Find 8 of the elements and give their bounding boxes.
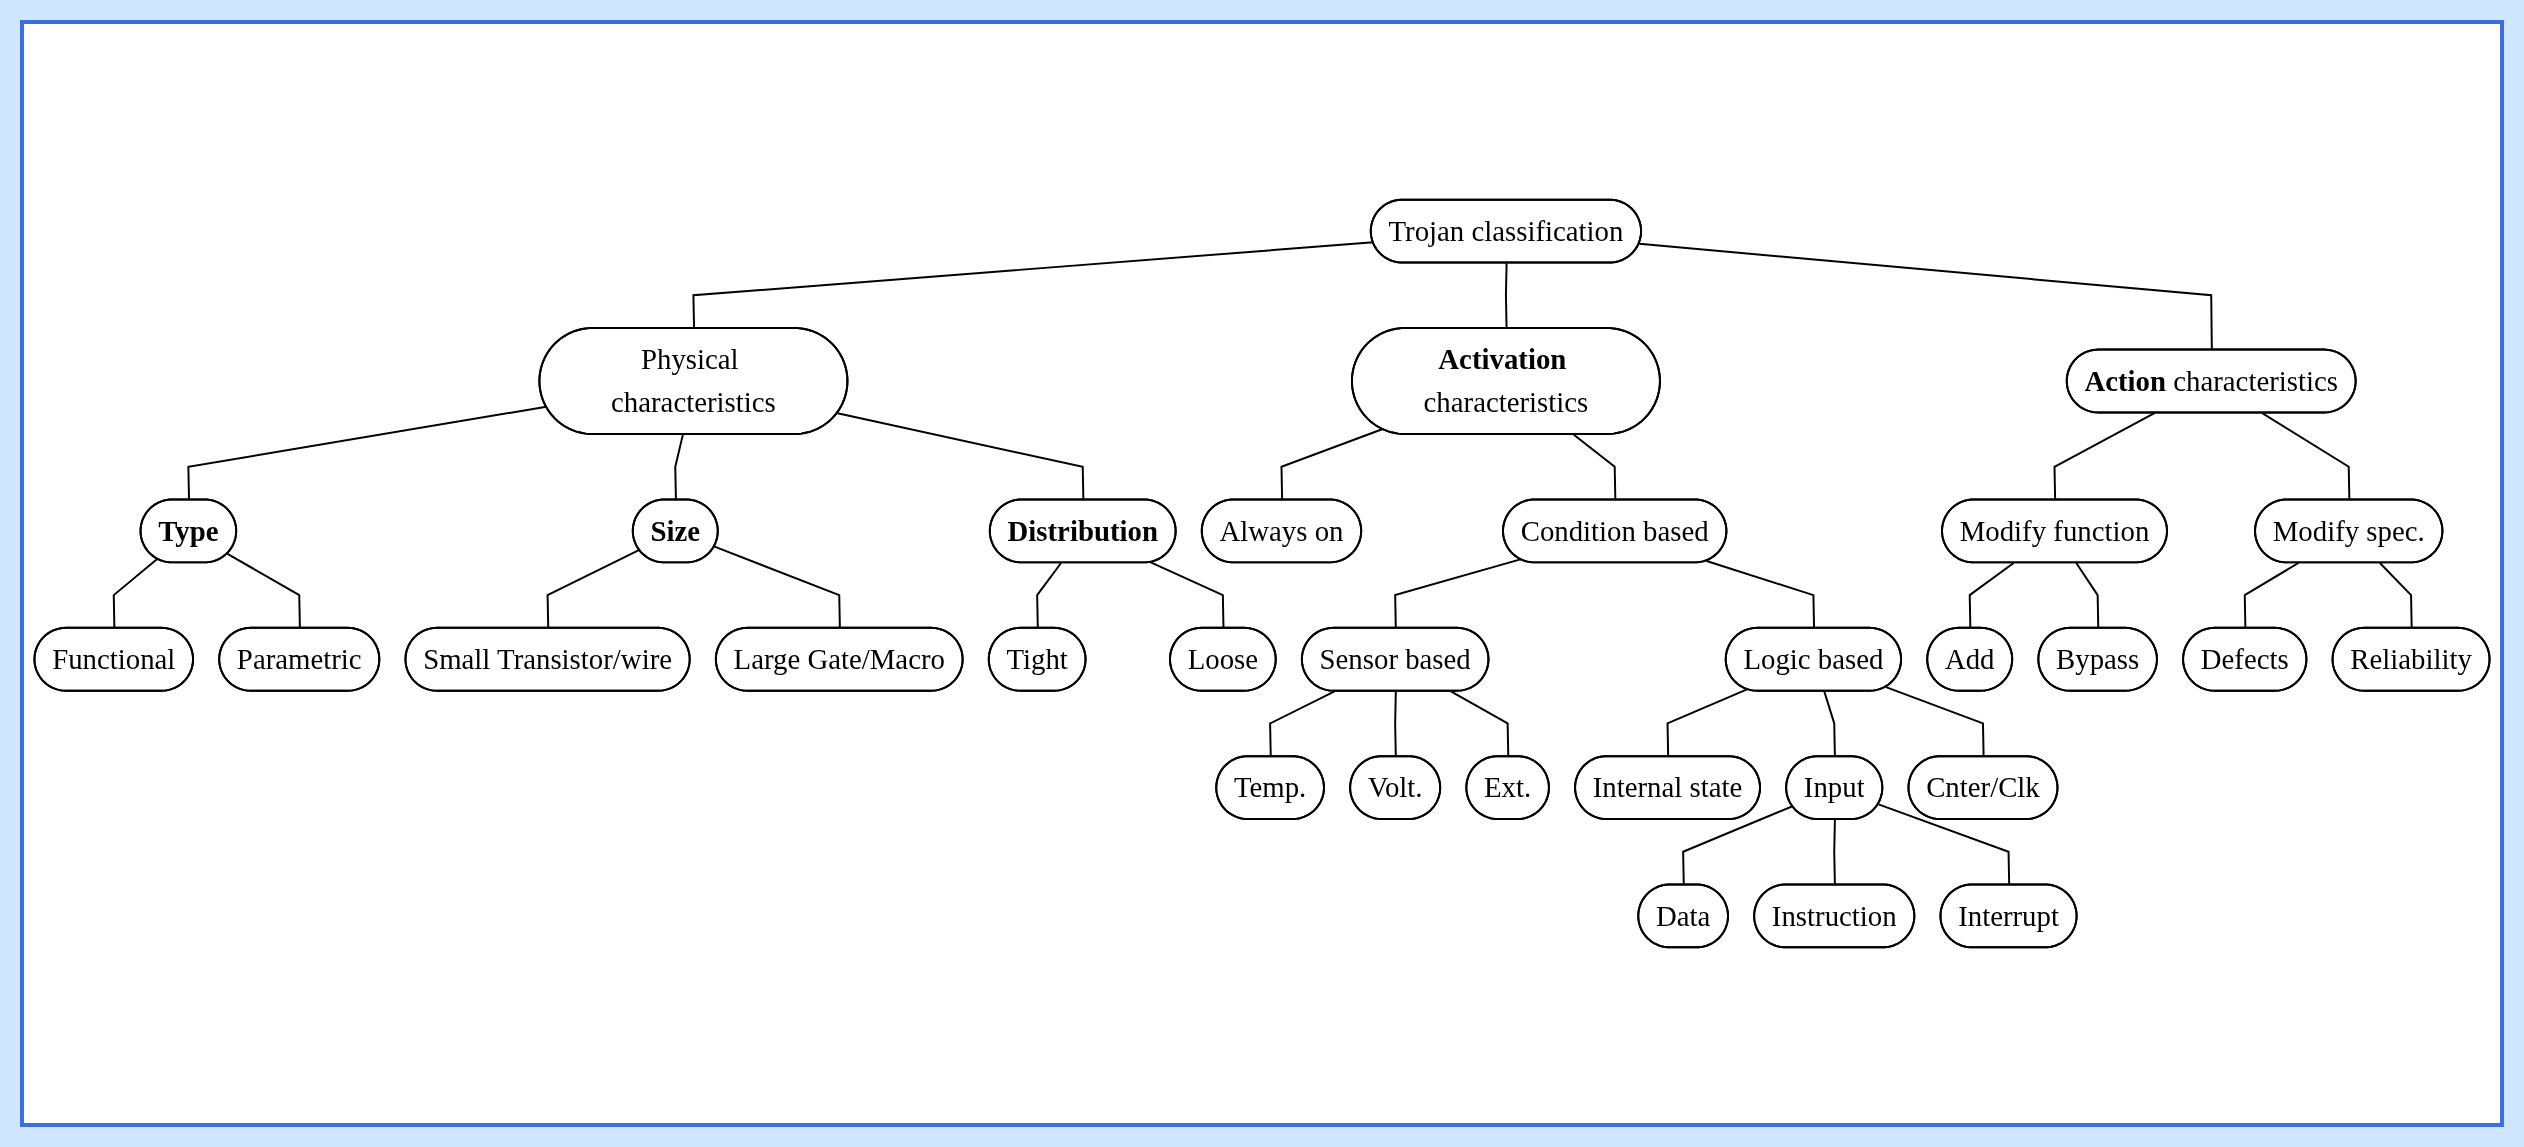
connector <box>1504 262 1508 330</box>
connector <box>1885 686 1985 758</box>
connector <box>1394 690 1397 758</box>
connector <box>1823 690 1836 758</box>
connector <box>1666 688 1748 758</box>
connector <box>1449 690 1510 758</box>
connector <box>1269 690 1336 758</box>
diagram-frame: Trojan classification Physical characteristics Activation characteristics Action characteristics Type Distribution Always on Condition based Modify function Functional Parametric Tight Loose Sensor based Logic based Add Bypass Size Temp. Volt. Ext. Modify spec. Small Transistor/wire Large Gate/Macro Internal state Input Cnter/Clk Defects Reliability Data Instruction Interrupt <box>20 20 2504 1127</box>
